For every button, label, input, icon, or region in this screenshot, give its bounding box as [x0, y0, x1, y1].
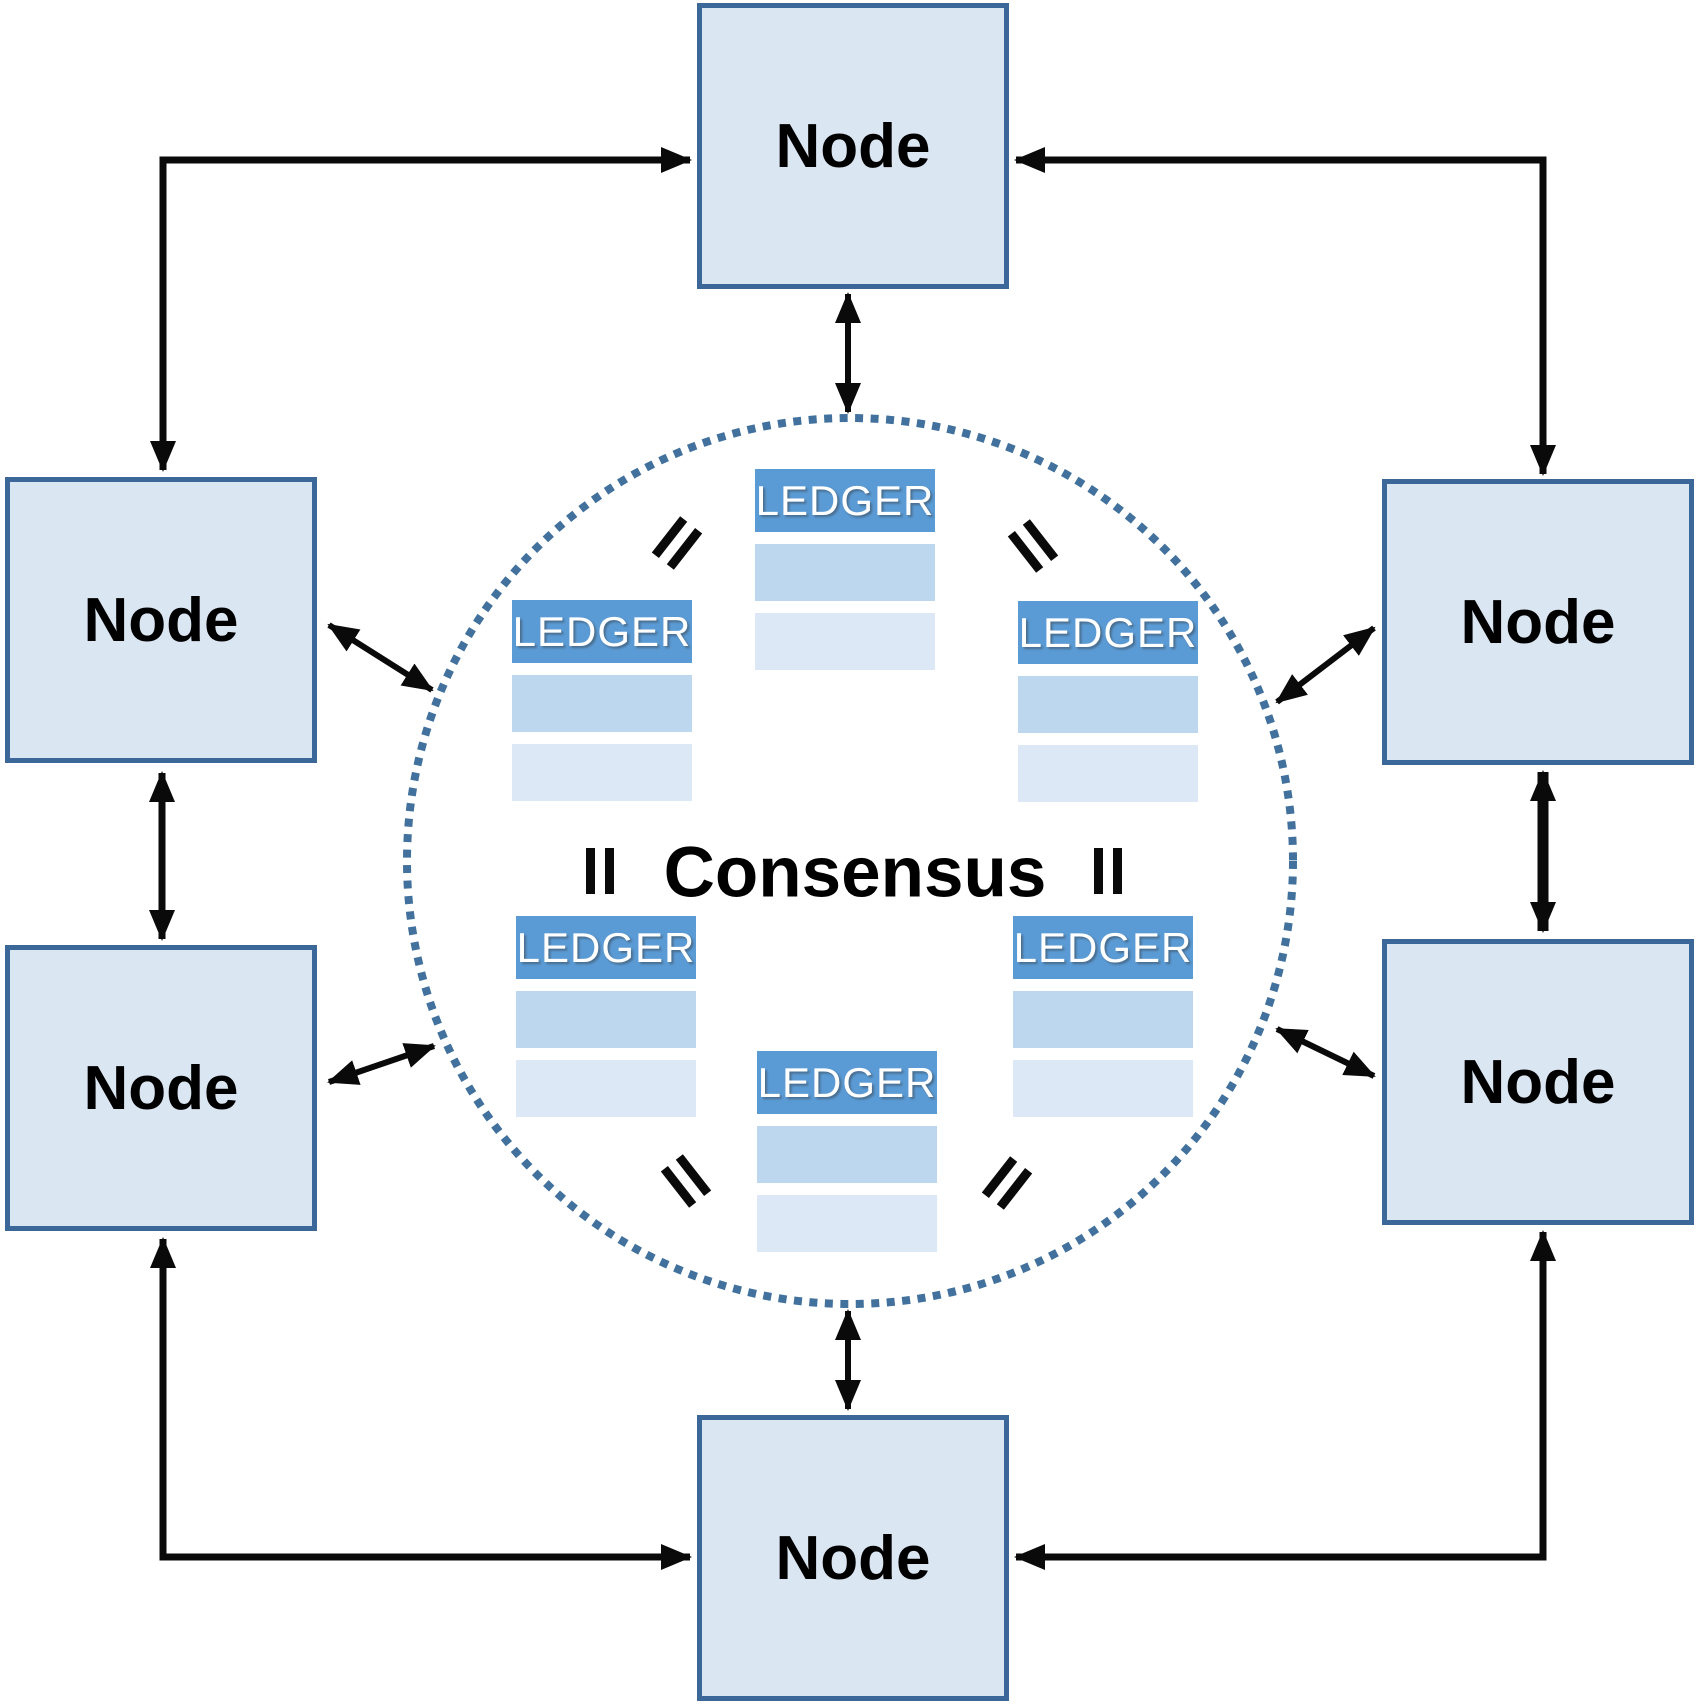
arrow-elbow-bottom-right — [1014, 1230, 1556, 1570]
node-right-upper: Node — [1382, 479, 1694, 765]
node-top: Node — [697, 3, 1009, 289]
node-label: Node — [83, 1053, 239, 1123]
equals-icon-middle-left — [586, 848, 614, 894]
equals-bar — [605, 848, 614, 894]
ledger-header: LEDGER — [1013, 916, 1193, 979]
arrow-right-lower-node-circle — [1275, 1026, 1376, 1079]
equals-bar — [1113, 848, 1122, 894]
arrow-elbow-bottom-left — [150, 1237, 692, 1570]
ledger-row — [1018, 745, 1198, 802]
ledger-row — [757, 1195, 937, 1252]
equals-bar — [1094, 848, 1103, 894]
ledger-bottom-center: LEDGER — [757, 1051, 937, 1252]
ledger-lower-right: LEDGER — [1013, 916, 1193, 1117]
arrow-elbow-top-left — [150, 147, 692, 472]
node-label: Node — [83, 585, 239, 655]
ledger-lower-left: LEDGER — [516, 916, 696, 1117]
ledger-header: LEDGER — [512, 600, 692, 663]
consensus-circle — [403, 414, 1297, 1308]
arrow-left-upper-node-circle — [327, 622, 434, 693]
ledger-row — [512, 744, 692, 801]
ledger-upper-right: LEDGER — [1018, 601, 1198, 802]
ledger-row — [512, 675, 692, 732]
node-left-upper: Node — [5, 477, 317, 763]
ledger-top-center: LEDGER — [755, 469, 935, 670]
arrow-elbow-top-right — [1014, 147, 1556, 476]
ledger-row — [516, 991, 696, 1048]
ledger-row — [755, 613, 935, 670]
ledger-row — [1018, 676, 1198, 733]
ledger-row — [1013, 1060, 1193, 1117]
arrow-left-lower-node-circle — [327, 1043, 436, 1085]
ledger-header: LEDGER — [757, 1051, 937, 1114]
ledger-header: LEDGER — [516, 916, 696, 979]
ledger-row — [755, 544, 935, 601]
node-label: Node — [775, 111, 931, 181]
ledger-row — [757, 1126, 937, 1183]
ledger-header: LEDGER — [755, 469, 935, 532]
equals-bar — [586, 848, 595, 894]
arrow-right-upper-node-circle — [1275, 625, 1376, 705]
ledger-upper-left: LEDGER — [512, 600, 692, 801]
node-bottom: Node — [697, 1415, 1009, 1701]
equals-icon-middle-right — [1094, 848, 1122, 894]
node-right-lower: Node — [1382, 939, 1694, 1225]
node-left-lower: Node — [5, 945, 317, 1231]
consensus-title: Consensus — [663, 833, 1047, 913]
node-label: Node — [775, 1523, 931, 1593]
ledger-row — [516, 1060, 696, 1117]
node-label: Node — [1460, 587, 1616, 657]
ledger-row — [1013, 991, 1193, 1048]
node-label: Node — [1460, 1047, 1616, 1117]
ledger-header: LEDGER — [1018, 601, 1198, 664]
